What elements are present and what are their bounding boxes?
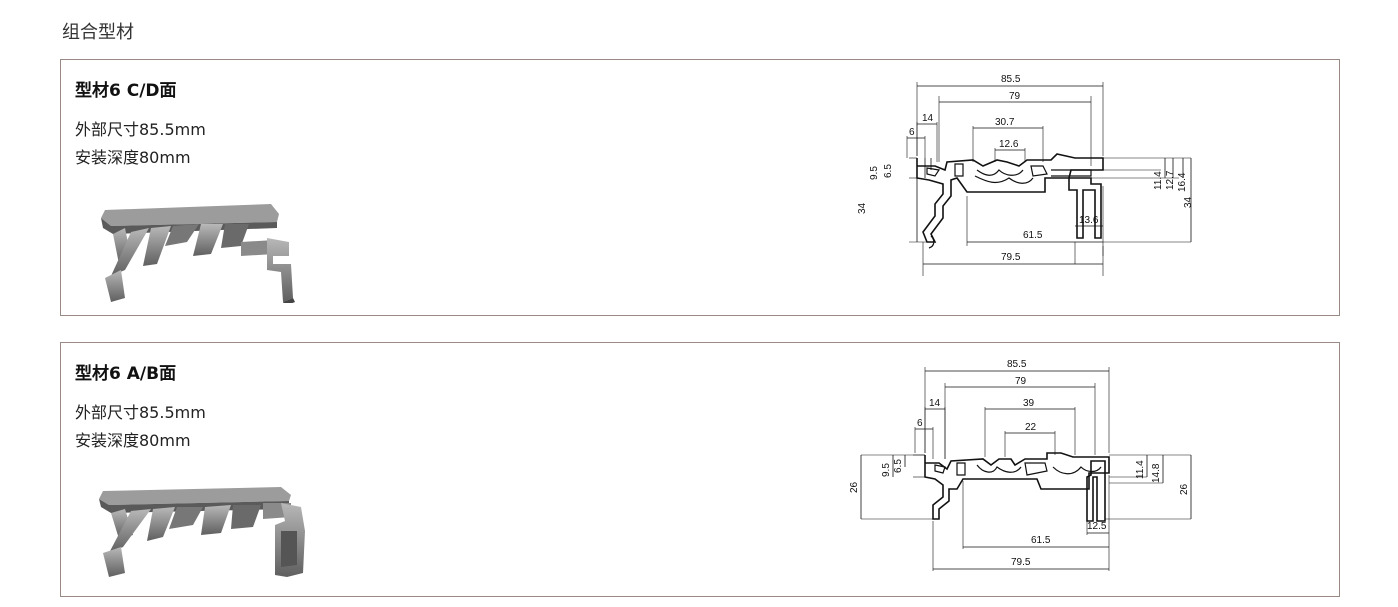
dim-11-4: 11.4 bbox=[1153, 171, 1164, 190]
dim-6: 6 bbox=[917, 418, 923, 429]
dim-30-7: 30.7 bbox=[995, 117, 1015, 128]
outer-dimension-text: 外部尺寸85.5mm bbox=[75, 403, 206, 422]
dim-overall-width: 85.5 bbox=[1007, 359, 1027, 370]
dim-6: 6 bbox=[909, 127, 915, 138]
dim-9-5: 9.5 bbox=[869, 166, 880, 180]
profile-card-ab: 型材6 A/B面 外部尺寸85.5mm 安装深度80mm bbox=[60, 342, 1340, 597]
dim-inner-width: 79 bbox=[1009, 91, 1021, 102]
dim-79-5: 79.5 bbox=[1001, 252, 1021, 263]
profile-title: 型材6 A/B面 bbox=[75, 364, 177, 384]
dim-14: 14 bbox=[929, 398, 941, 409]
dim-height-left: 34 bbox=[857, 202, 868, 214]
dim-14: 14 bbox=[922, 113, 934, 124]
dim-16-4: 16.4 bbox=[1177, 172, 1188, 192]
dim-height-right: 34 bbox=[1183, 196, 1194, 208]
install-depth-text: 安装深度80mm bbox=[75, 148, 191, 167]
install-depth-text: 安装深度80mm bbox=[75, 431, 191, 450]
dim-12-5: 12.5 bbox=[1087, 521, 1107, 532]
dim-13-6: 13.6 bbox=[1079, 215, 1099, 226]
dim-12-6: 12.6 bbox=[999, 139, 1019, 150]
dimension-labels: 85.5 79 14 6 39 22 9.5 6.5 26 11.4 14.8 … bbox=[849, 359, 1190, 568]
profile-3d-render bbox=[99, 487, 305, 577]
dim-22: 22 bbox=[1025, 422, 1037, 433]
profile-title: 型材6 C/D面 bbox=[75, 81, 177, 101]
outer-dimension-text: 外部尺寸85.5mm bbox=[75, 120, 206, 139]
profile-card-cd: 型材6 C/D面 外部尺寸85.5mm 安装深度80mm bbox=[60, 59, 1340, 316]
cross-section-drawing bbox=[906, 82, 1192, 276]
dim-height-right: 26 bbox=[1179, 483, 1190, 495]
dim-9-5: 9.5 bbox=[881, 463, 892, 477]
page-title: 组合型材 bbox=[62, 22, 134, 43]
dim-6-5: 6.5 bbox=[883, 164, 894, 178]
dim-inner-width: 79 bbox=[1015, 376, 1027, 387]
dim-79-5: 79.5 bbox=[1011, 557, 1031, 568]
dim-61-5: 61.5 bbox=[1031, 535, 1051, 546]
dim-61-5: 61.5 bbox=[1023, 230, 1043, 241]
dim-39: 39 bbox=[1023, 398, 1035, 409]
dim-12-7: 12.7 bbox=[1165, 170, 1176, 190]
dim-height-left: 26 bbox=[849, 481, 860, 493]
dim-6-5: 6.5 bbox=[893, 459, 904, 473]
dim-11-4: 11.4 bbox=[1135, 460, 1146, 479]
dim-14-8: 14.8 bbox=[1151, 463, 1162, 483]
cross-section-drawing bbox=[860, 367, 1192, 571]
profile-3d-render bbox=[101, 204, 295, 303]
dimension-labels: 85.5 79 14 6 30.7 12.6 9.5 6.5 34 11.4 1… bbox=[857, 74, 1194, 263]
dim-overall-width: 85.5 bbox=[1001, 74, 1021, 85]
